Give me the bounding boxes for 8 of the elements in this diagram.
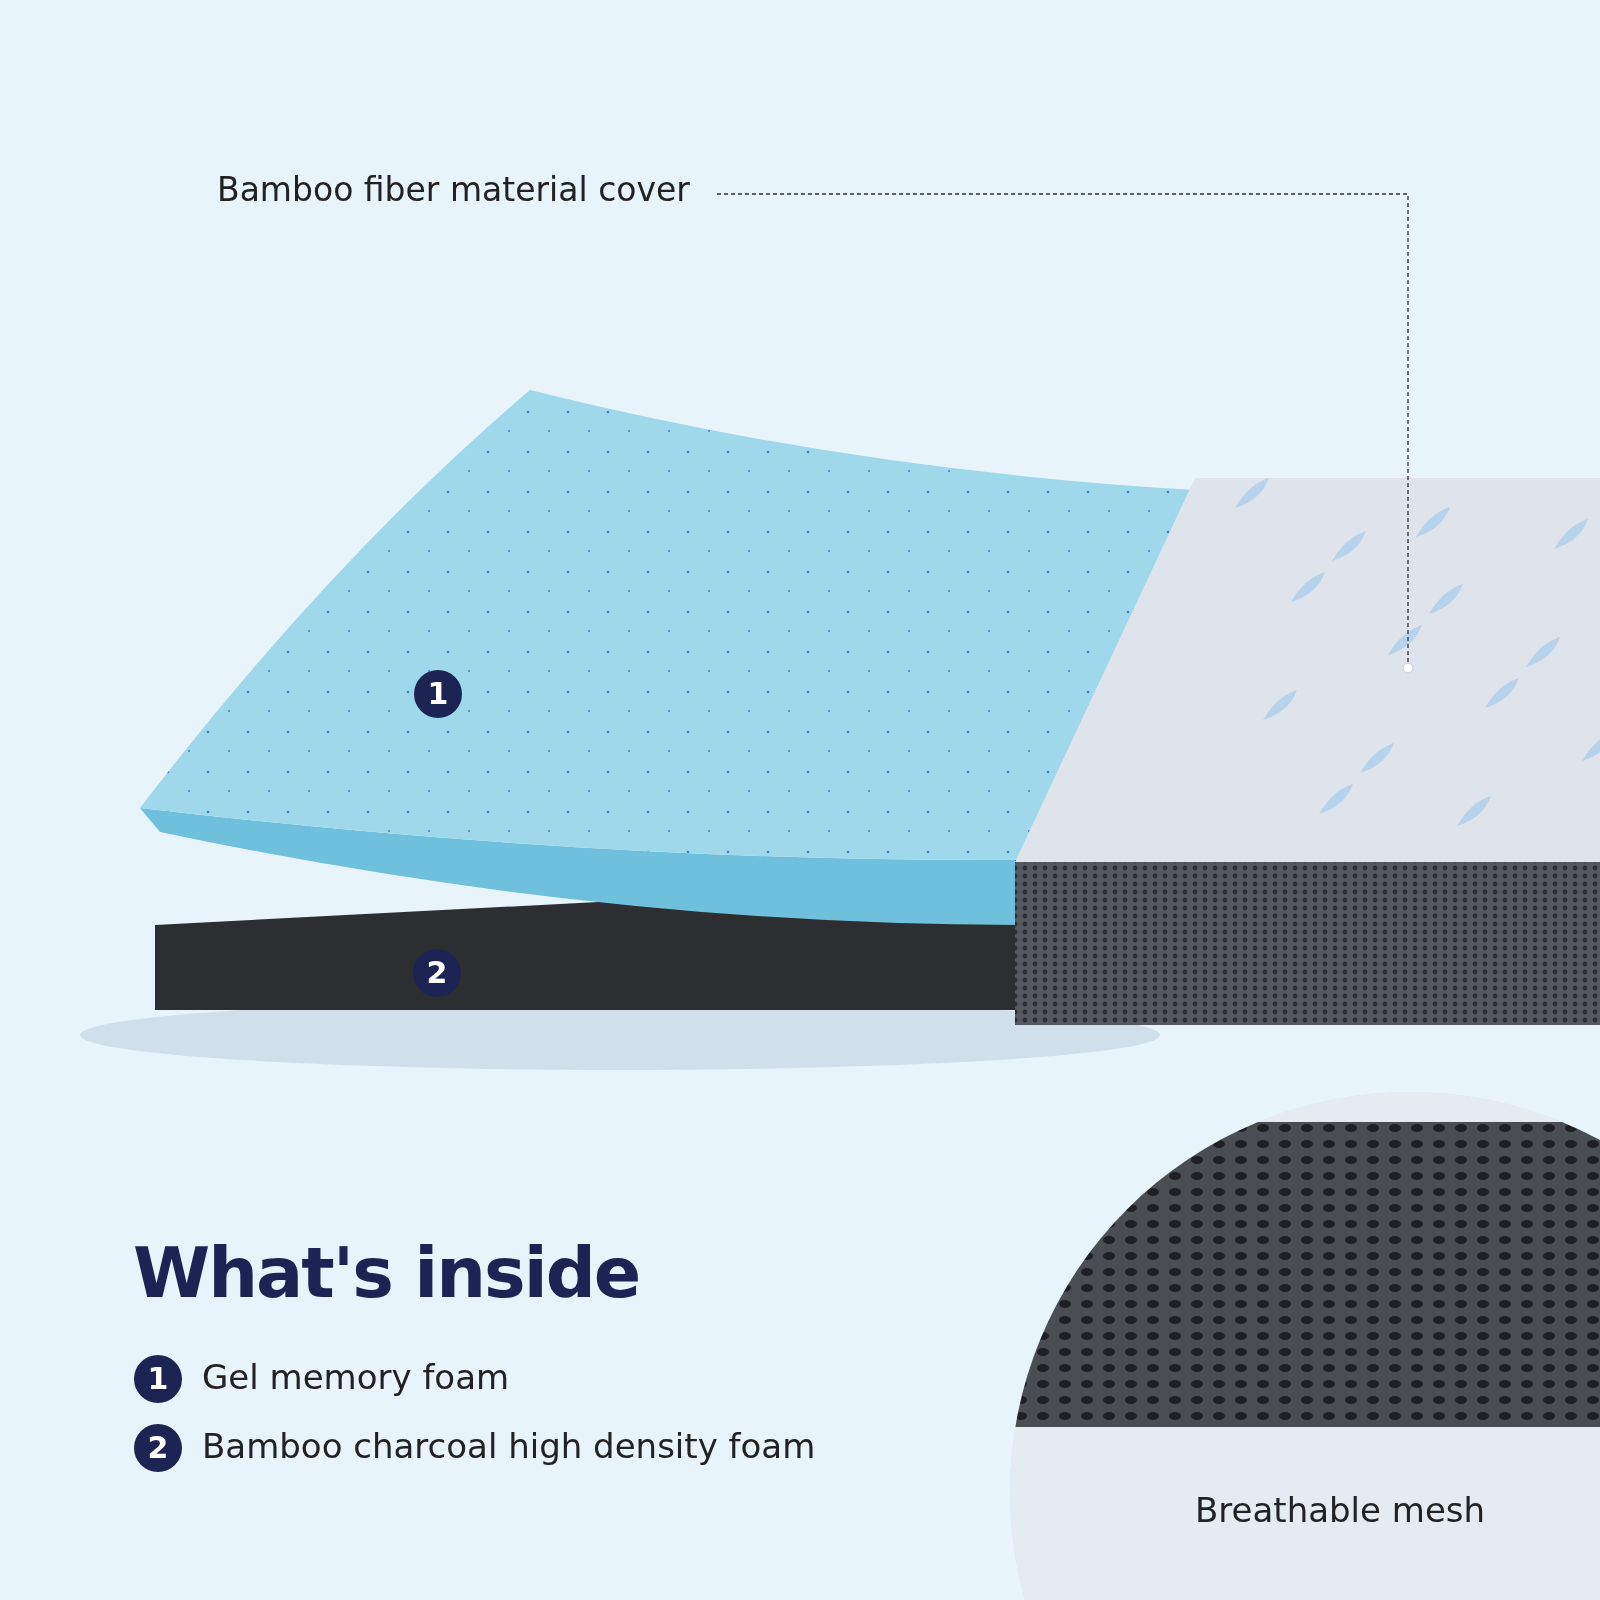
list-item-text: Bamboo charcoal high density foam [202, 1426, 816, 1466]
callout-label: Bamboo fiber material cover [217, 170, 690, 209]
inset-caption: Breathable mesh [1195, 1490, 1486, 1530]
callout-number: 1 [134, 1355, 182, 1403]
list-item-text: Gel memory foam [202, 1357, 510, 1397]
leader-line [716, 193, 1414, 674]
callout-number: 2 [134, 1424, 182, 1472]
heading: What's inside [133, 1232, 640, 1314]
